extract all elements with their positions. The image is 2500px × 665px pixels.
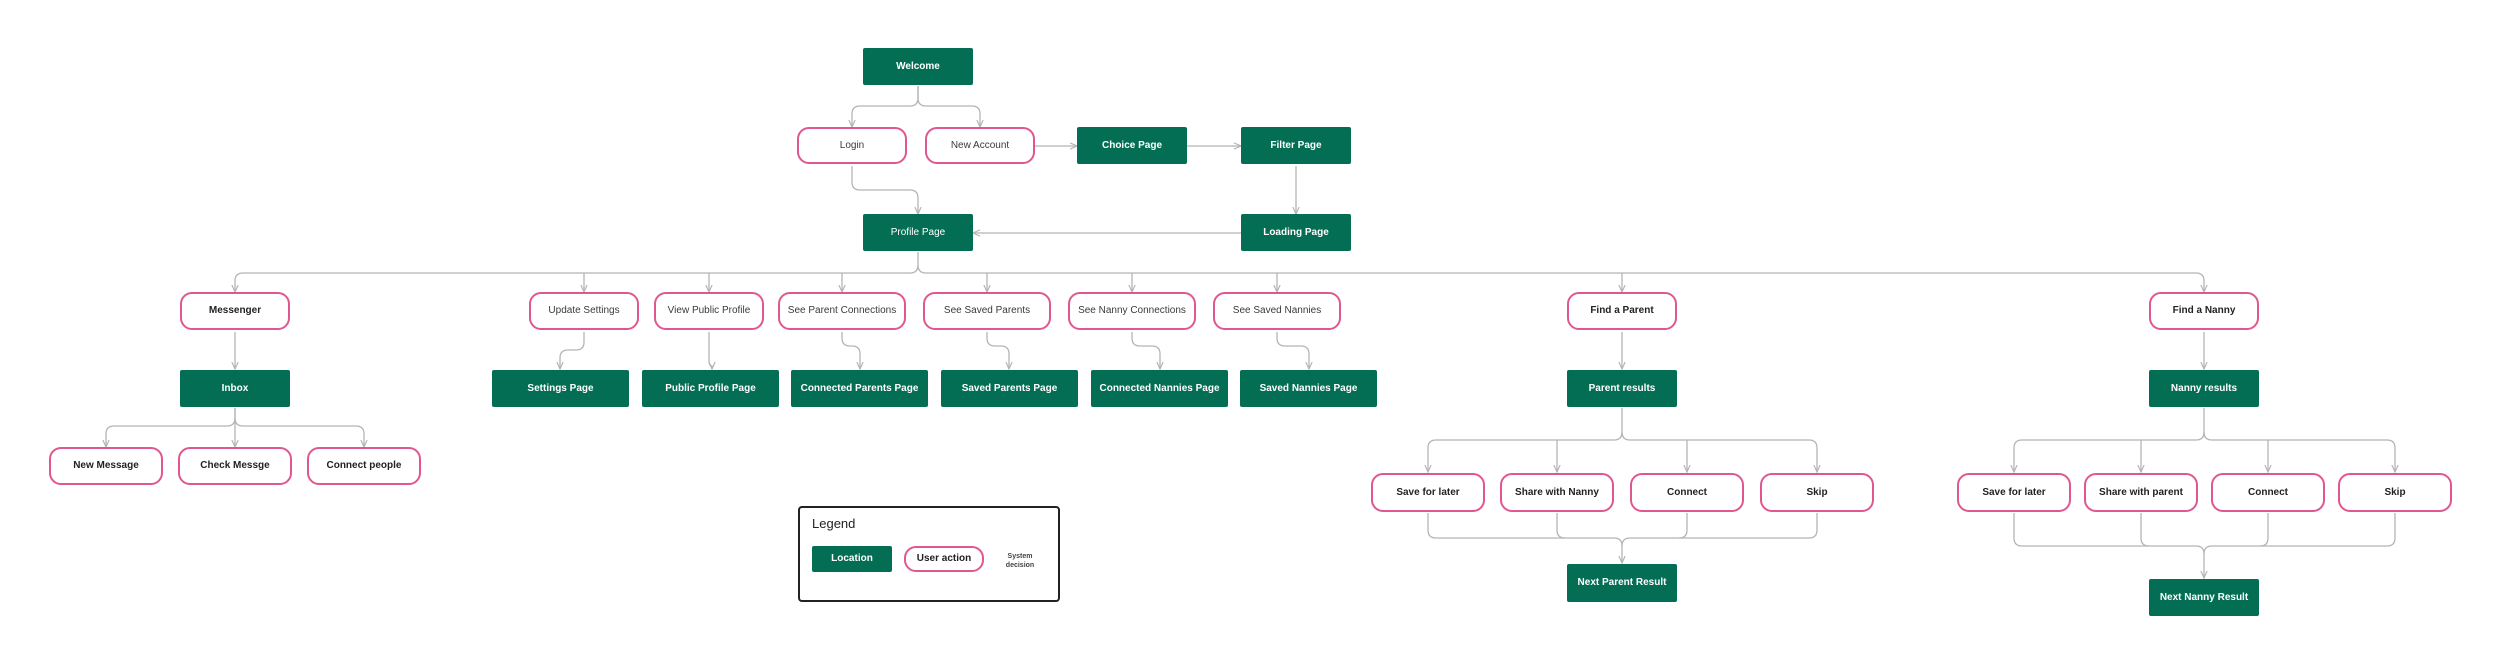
messenger-node: Messenger [180, 292, 290, 330]
welcome-node: Welcome [863, 48, 973, 85]
find-parent-node: Find a Parent [1567, 292, 1677, 330]
nanny-skip-node: Skip [2338, 473, 2452, 512]
see-saved-nannies-node: See Saved Nannies [1213, 292, 1341, 330]
legend-user-action-swatch: User action [904, 546, 984, 572]
loading-page-node: Loading Page [1241, 214, 1351, 251]
connected-nannies-page-node: Connected Nannies Page [1091, 370, 1228, 407]
connect-people-node: Connect people [307, 447, 421, 485]
parent-share-node: Share with Nanny [1500, 473, 1614, 512]
filter-page-node: Filter Page [1241, 127, 1351, 164]
new-message-node: New Message [49, 447, 163, 485]
find-nanny-node: Find a Nanny [2149, 292, 2259, 330]
parent-save-later-node: Save for later [1371, 473, 1485, 512]
parent-results-node: Parent results [1567, 370, 1677, 407]
check-message-node: Check Messge [178, 447, 292, 485]
new-account-node: New Account [925, 127, 1035, 164]
legend-location-swatch: Location [812, 546, 892, 572]
see-saved-parents-node: See Saved Parents [923, 292, 1051, 330]
inbox-node: Inbox [180, 370, 290, 407]
settings-page-node: Settings Page [492, 370, 629, 407]
parent-skip-node: Skip [1760, 473, 1874, 512]
nanny-share-node: Share with parent [2084, 473, 2198, 512]
choice-page-node: Choice Page [1077, 127, 1187, 164]
next-parent-result-node: Next Parent Result [1567, 564, 1677, 602]
see-nanny-connections-node: See Nanny Connections [1068, 292, 1196, 330]
parent-connect-node: Connect [1630, 473, 1744, 512]
view-public-profile-node: View Public Profile [654, 292, 764, 330]
saved-parents-page-node: Saved Parents Page [941, 370, 1078, 407]
saved-nannies-page-node: Saved Nannies Page [1240, 370, 1377, 407]
public-profile-page-node: Public Profile Page [642, 370, 779, 407]
update-settings-node: Update Settings [529, 292, 639, 330]
nanny-connect-node: Connect [2211, 473, 2325, 512]
legend-system-decision: System decision [1005, 553, 1035, 570]
see-parent-connections-node: See Parent Connections [778, 292, 906, 330]
login-node: Login [797, 127, 907, 164]
connected-parents-page-node: Connected Parents Page [791, 370, 928, 407]
profile-page-node: Profile Page [863, 214, 973, 251]
nanny-save-later-node: Save for later [1957, 473, 2071, 512]
legend: Legend Location User action System decis… [798, 506, 1060, 602]
nanny-results-node: Nanny results [2149, 370, 2259, 407]
legend-title: Legend [812, 516, 856, 531]
next-nanny-result-node: Next Nanny Result [2149, 579, 2259, 616]
